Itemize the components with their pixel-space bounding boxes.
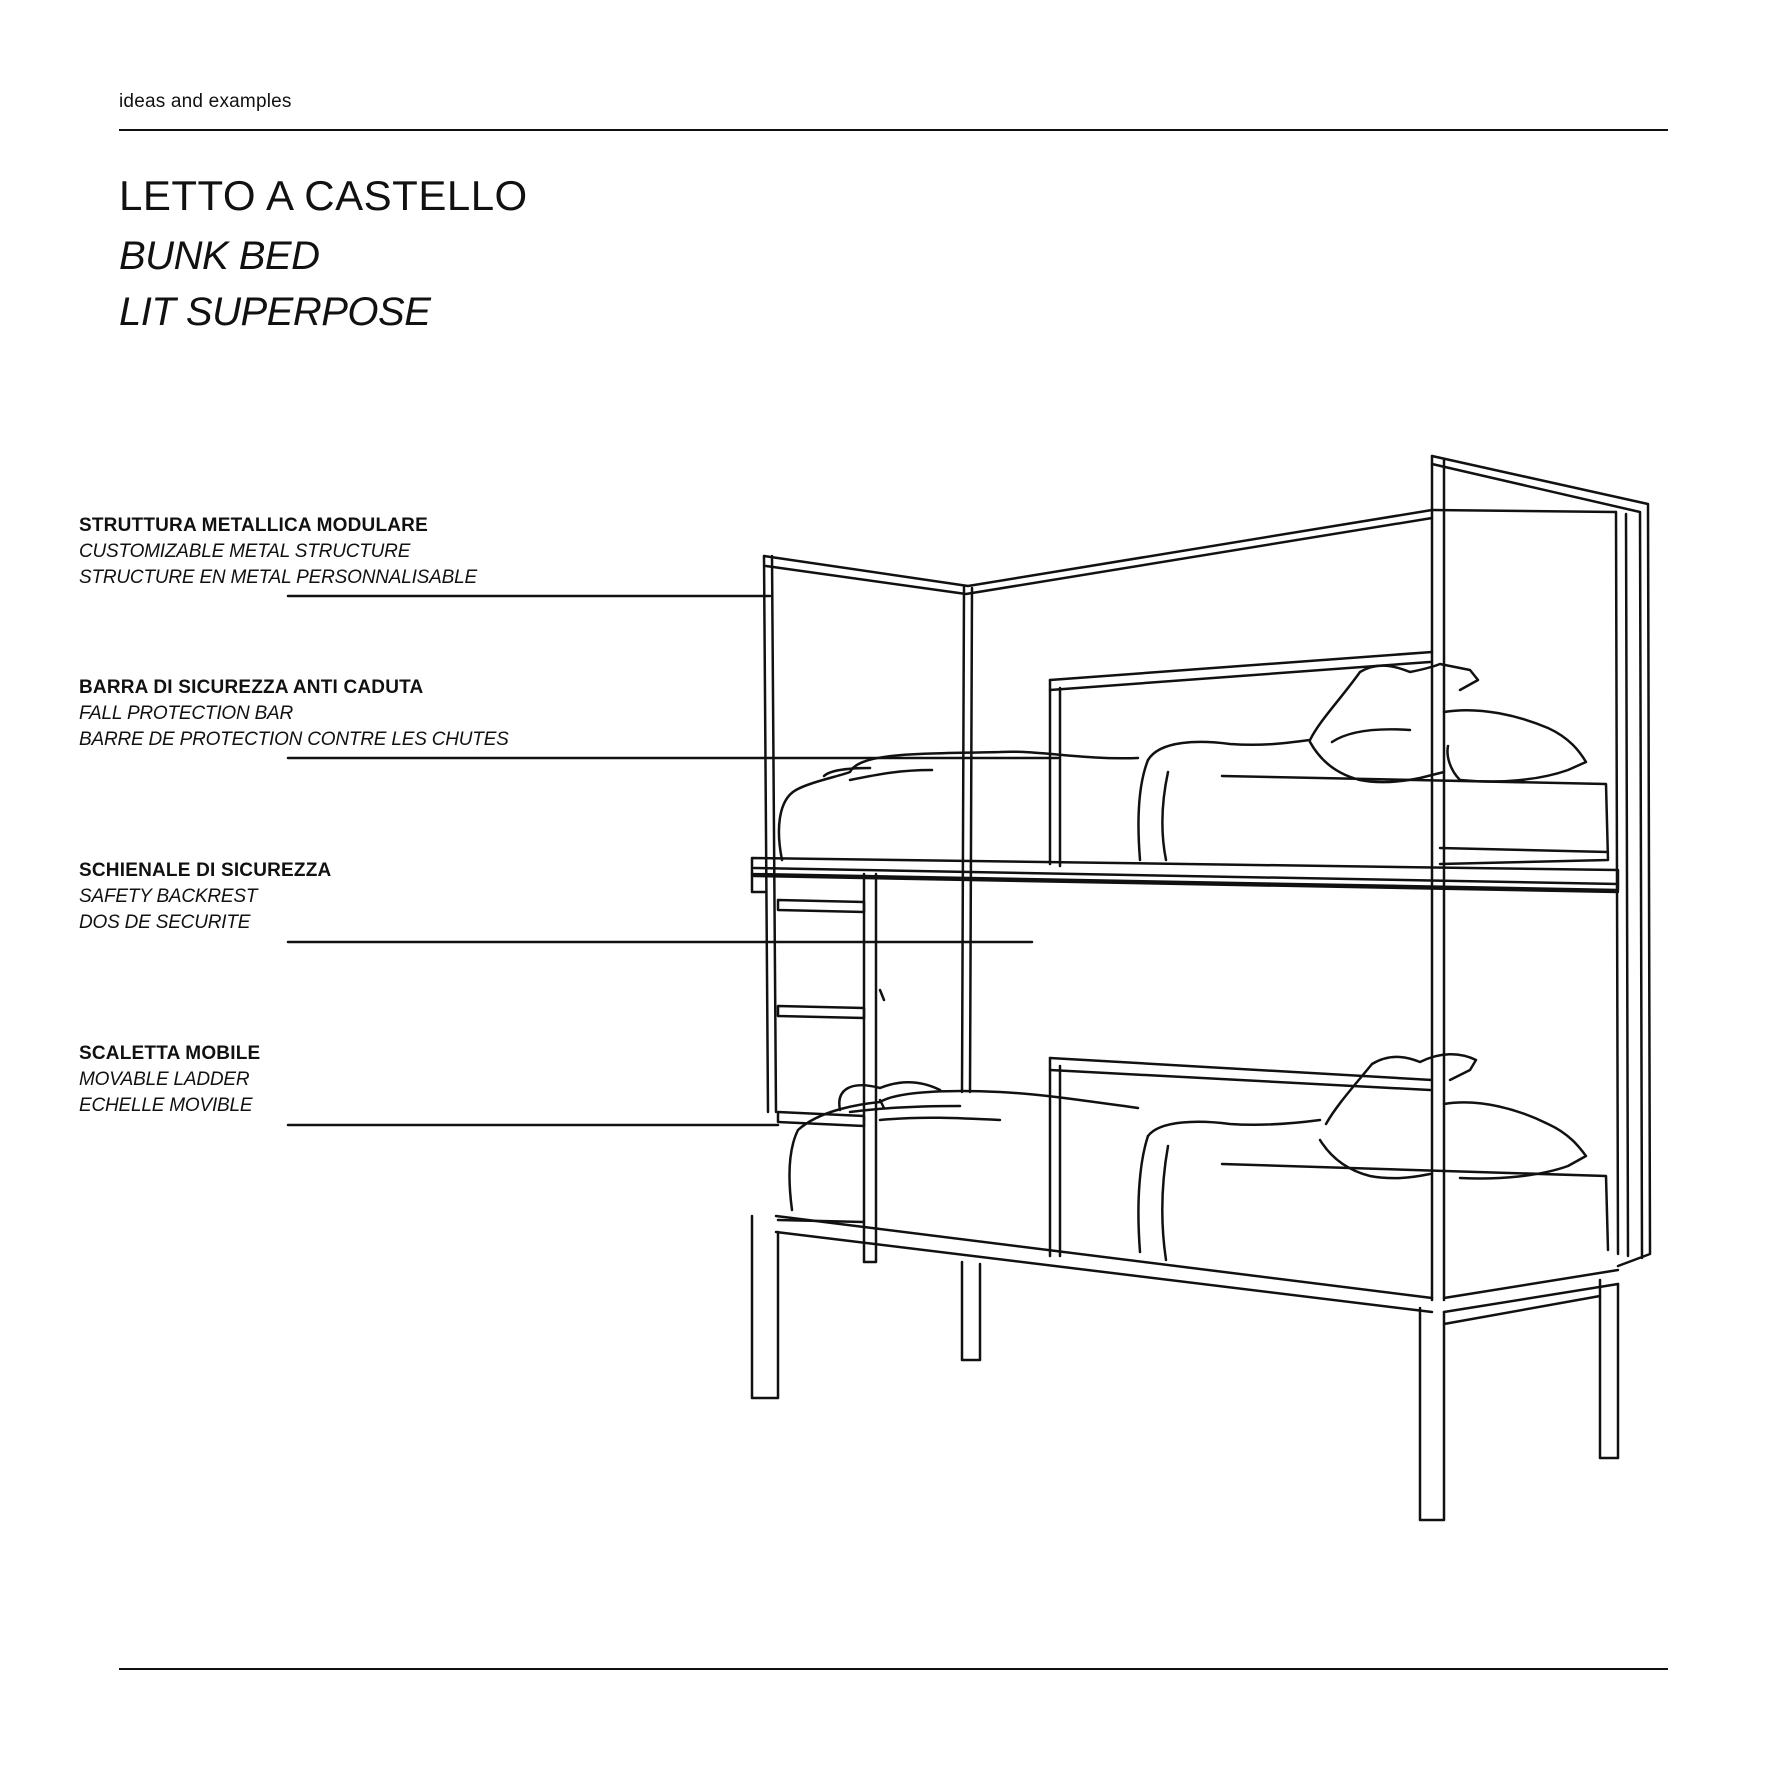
callout-label-english: CUSTOMIZABLE METAL STRUCTURE xyxy=(79,541,411,562)
title-block: LETTO A CASTELLO BUNK BED LIT SUPERPOSE xyxy=(119,174,528,346)
callout-label-french: STRUCTURE EN METAL PERSONNALISABLE xyxy=(79,567,477,588)
bottom-divider xyxy=(119,1668,1668,1670)
callout-label-english: FALL PROTECTION BAR xyxy=(79,703,294,724)
callout-safety-backrest: SCHIENALE DI SICUREZZA SAFETY BACKREST D… xyxy=(79,857,331,936)
top-divider xyxy=(119,129,1668,131)
callout-fall-protection-bar: BARRA DI SICUREZZA ANTI CADUTA FALL PROT… xyxy=(79,674,509,753)
title-italian: LETTO A CASTELLO xyxy=(119,172,528,219)
callout-metal-structure: STRUTTURA METALLICA MODULARE CUSTOMIZABL… xyxy=(79,512,477,591)
callout-label-english: MOVABLE LADDER xyxy=(79,1069,250,1090)
callout-label-italian: STRUTTURA METALLICA MODULARE xyxy=(79,515,428,536)
callout-label-italian: SCHIENALE DI SICUREZZA xyxy=(79,860,332,881)
callout-label-french: ECHELLE MOVIBLE xyxy=(79,1095,253,1116)
lower-bunk xyxy=(774,1053,1620,1314)
metal-frame xyxy=(762,454,1652,1302)
callout-label-french: DOS DE SECURITE xyxy=(79,912,251,933)
callout-label-italian: SCALETTA MOBILE xyxy=(79,1043,261,1064)
title-french: LIT SUPERPOSE xyxy=(119,290,431,334)
callout-label-italian: BARRA DI SICUREZZA ANTI CADUTA xyxy=(79,677,424,698)
leader-lines xyxy=(286,594,1060,1127)
callout-label-french: BARRE DE PROTECTION CONTRE LES CHUTES xyxy=(79,729,509,750)
movable-ladder xyxy=(750,872,886,1400)
section-label: ideas and examples xyxy=(119,91,292,112)
callout-movable-ladder: SCALETTA MOBILE MOVABLE LADDER ECHELLE M… xyxy=(79,1040,260,1119)
title-english: BUNK BED xyxy=(119,234,320,278)
bed-legs xyxy=(960,1260,1620,1522)
callout-label-english: SAFETY BACKREST xyxy=(79,886,258,907)
upper-bunk xyxy=(750,650,1620,894)
